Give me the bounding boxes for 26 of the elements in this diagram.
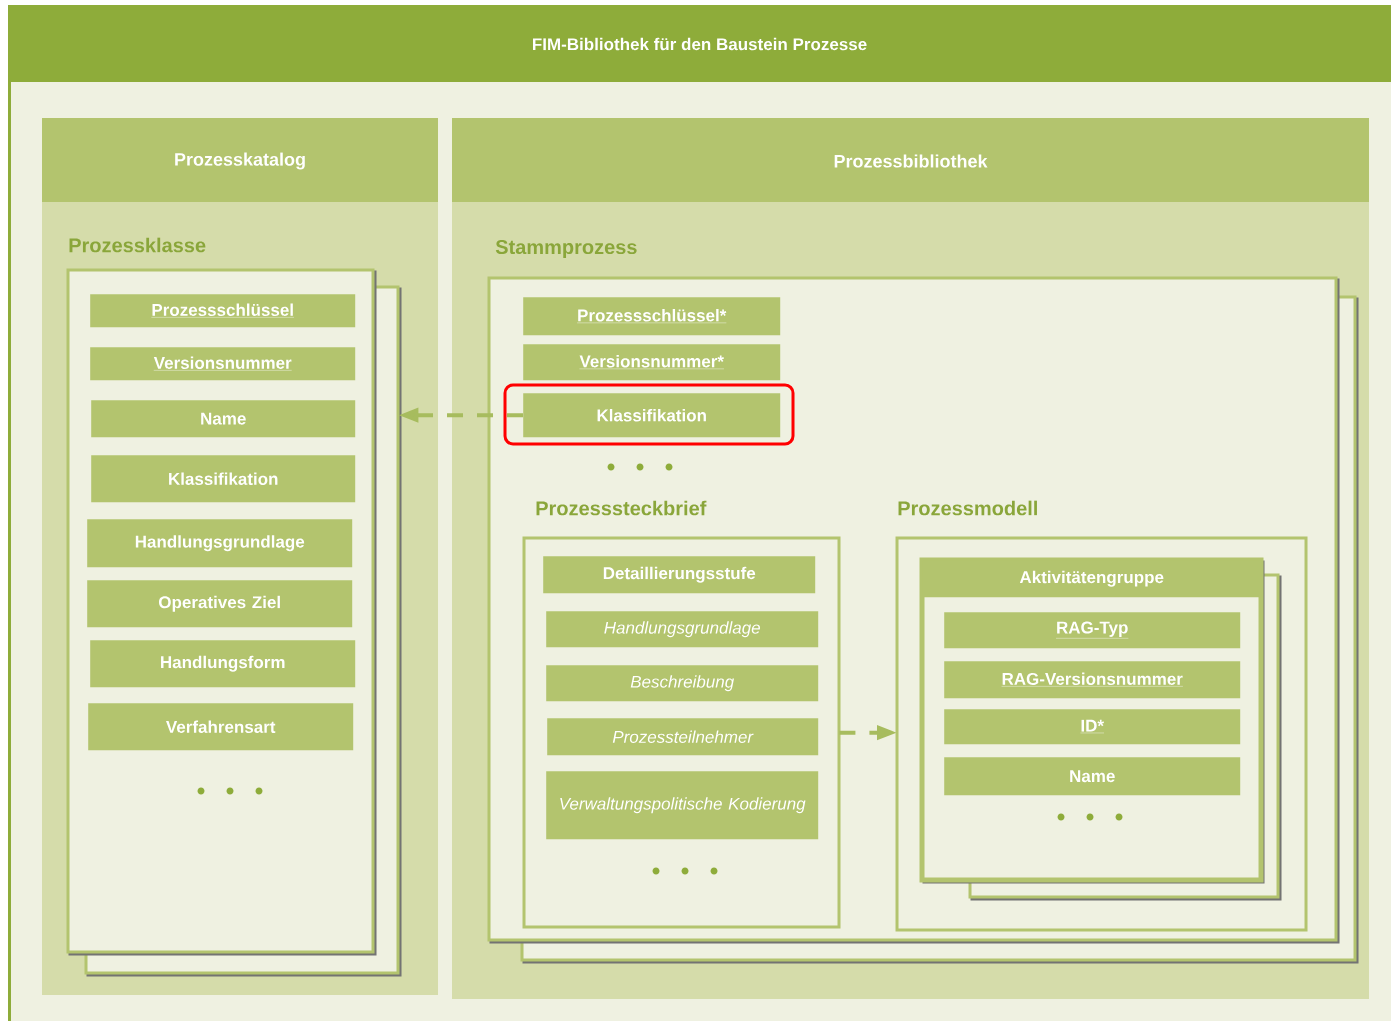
field-box: Operatives Ziel	[87, 580, 353, 628]
field-box: Versionsnummer	[90, 347, 356, 381]
node-label: Aktivitätengruppe	[1019, 570, 1164, 587]
field-box: Handlungsgrundlage	[546, 611, 819, 648]
node-label: Prozessmodell	[898, 500, 1037, 516]
field-box: ID*	[944, 709, 1241, 745]
field-box: Prozessschlüssel	[90, 294, 356, 328]
field-box: Prozessteilnehmer	[547, 718, 819, 756]
node-label: Stammprozess	[495, 239, 637, 259]
field-box: Versionsnummer*	[523, 344, 781, 381]
field-box: Verwaltungspolitische Kodierung	[546, 771, 819, 840]
field-box: Detaillierungsstufe	[543, 556, 816, 594]
header-band: Aktivitätengruppe	[922, 560, 1262, 598]
node-label: Prozessklasse	[69, 237, 206, 253]
field-box: Handlungsgrundlage	[87, 519, 353, 568]
field-box: Name	[91, 400, 356, 438]
field-box: RAG-Versionsnummer	[944, 661, 1241, 699]
field-box: Klassifikation	[523, 393, 781, 438]
node-label: Prozesssteckbrief	[536, 500, 707, 516]
field-box: Name	[944, 757, 1241, 796]
field-box: Verfahrensart	[88, 703, 354, 751]
field-box: Prozessschlüssel*	[523, 297, 781, 336]
field-box: Klassifikation	[91, 455, 356, 503]
field-box: RAG-Typ	[944, 612, 1241, 649]
field-box: Beschreibung	[546, 665, 819, 702]
field-box: Handlungsform	[90, 640, 356, 688]
